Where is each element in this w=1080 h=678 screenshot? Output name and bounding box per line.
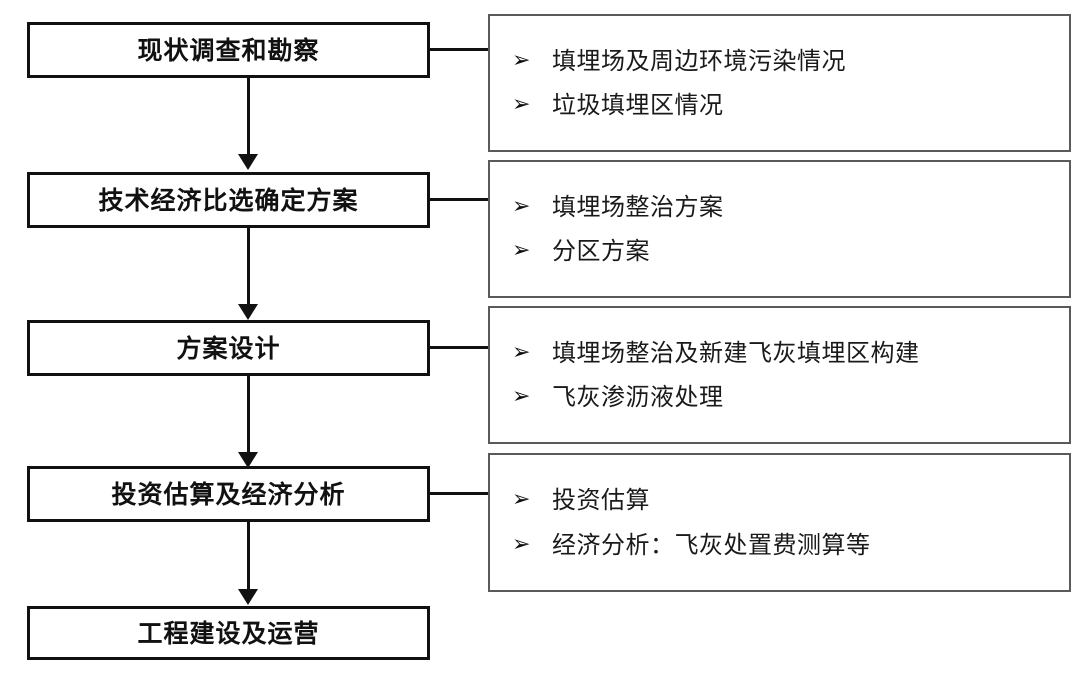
detail-item: ➢ 飞灰渗沥液处理 — [512, 383, 1069, 411]
detail-panel-1: ➢ 填埋场及周边环境污染情况 ➢ 垃圾填埋区情况 — [488, 14, 1071, 152]
detail-text: 飞灰渗沥液处理 — [552, 383, 724, 411]
detail-panel-3: ➢ 填埋场整治及新建飞灰填埋区构建 ➢ 飞灰渗沥液处理 — [488, 306, 1071, 444]
flow-arrow-shaft-1 — [247, 78, 250, 158]
bullet-arrow-icon: ➢ — [512, 92, 531, 118]
detail-text: 填埋场整治及新建飞灰填埋区构建 — [552, 338, 920, 367]
connector-stage-1-to-panel-1 — [430, 48, 488, 51]
detail-text: 分区方案 — [552, 237, 650, 265]
stage-box-1[interactable]: 现状调查和勘察 — [27, 22, 430, 78]
detail-text: 投资估算 — [552, 486, 650, 515]
detail-text: 填埋场及周边环境污染情况 — [552, 46, 846, 75]
connector-stage-4-to-panel-4 — [430, 492, 488, 495]
flow-arrow-head-4 — [238, 589, 258, 605]
flow-arrow-head-1 — [238, 154, 258, 170]
bullet-arrow-icon: ➢ — [512, 384, 531, 410]
bullet-arrow-icon: ➢ — [512, 531, 531, 557]
detail-item: ➢ 投资估算 — [512, 486, 1069, 515]
flow-arrow-head-3 — [238, 452, 258, 468]
detail-item: ➢ 经济分析：飞灰处置费测算等 — [512, 530, 1069, 559]
detail-item: ➢ 填埋场及周边环境污染情况 — [512, 46, 1069, 75]
stage-label-4: 投资估算及经济分析 — [111, 479, 346, 509]
stage-box-4[interactable]: 投资估算及经济分析 — [27, 466, 430, 522]
detail-text: 填埋场整治方案 — [552, 192, 724, 221]
bullet-arrow-icon: ➢ — [512, 339, 531, 365]
detail-item: ➢ 分区方案 — [512, 237, 1069, 265]
stage-label-5: 工程建设及运营 — [137, 618, 320, 648]
stage-label-3: 方案设计 — [176, 333, 281, 363]
stage-box-3[interactable]: 方案设计 — [27, 320, 430, 376]
bullet-arrow-icon: ➢ — [512, 193, 531, 219]
stage-label-2: 技术经济比选确定方案 — [98, 185, 359, 215]
bullet-arrow-icon: ➢ — [512, 238, 531, 264]
connector-stage-2-to-panel-2 — [430, 198, 488, 201]
detail-text: 垃圾填埋区情况 — [552, 91, 724, 119]
detail-panel-2: ➢ 填埋场整治方案 ➢ 分区方案 — [488, 160, 1071, 298]
detail-item: ➢ 垃圾填埋区情况 — [512, 91, 1069, 119]
detail-item: ➢ 填埋场整治方案 — [512, 192, 1069, 221]
flow-arrow-shaft-2 — [247, 228, 250, 308]
flow-arrow-shaft-4 — [247, 522, 250, 592]
stage-box-2[interactable]: 技术经济比选确定方案 — [27, 172, 430, 228]
bullet-arrow-icon: ➢ — [512, 487, 531, 513]
flow-arrow-shaft-3 — [247, 376, 250, 456]
stage-box-5[interactable]: 工程建设及运营 — [27, 606, 430, 660]
bullet-arrow-icon: ➢ — [512, 47, 531, 73]
detail-text: 经济分析：飞灰处置费测算等 — [552, 530, 871, 559]
connector-stage-3-to-panel-3 — [430, 346, 488, 349]
detail-panel-4: ➢ 投资估算 ➢ 经济分析：飞灰处置费测算等 — [488, 453, 1071, 592]
flow-arrow-head-2 — [238, 304, 258, 320]
stage-label-1: 现状调查和勘察 — [137, 35, 320, 65]
detail-item: ➢ 填埋场整治及新建飞灰填埋区构建 — [512, 338, 1069, 367]
